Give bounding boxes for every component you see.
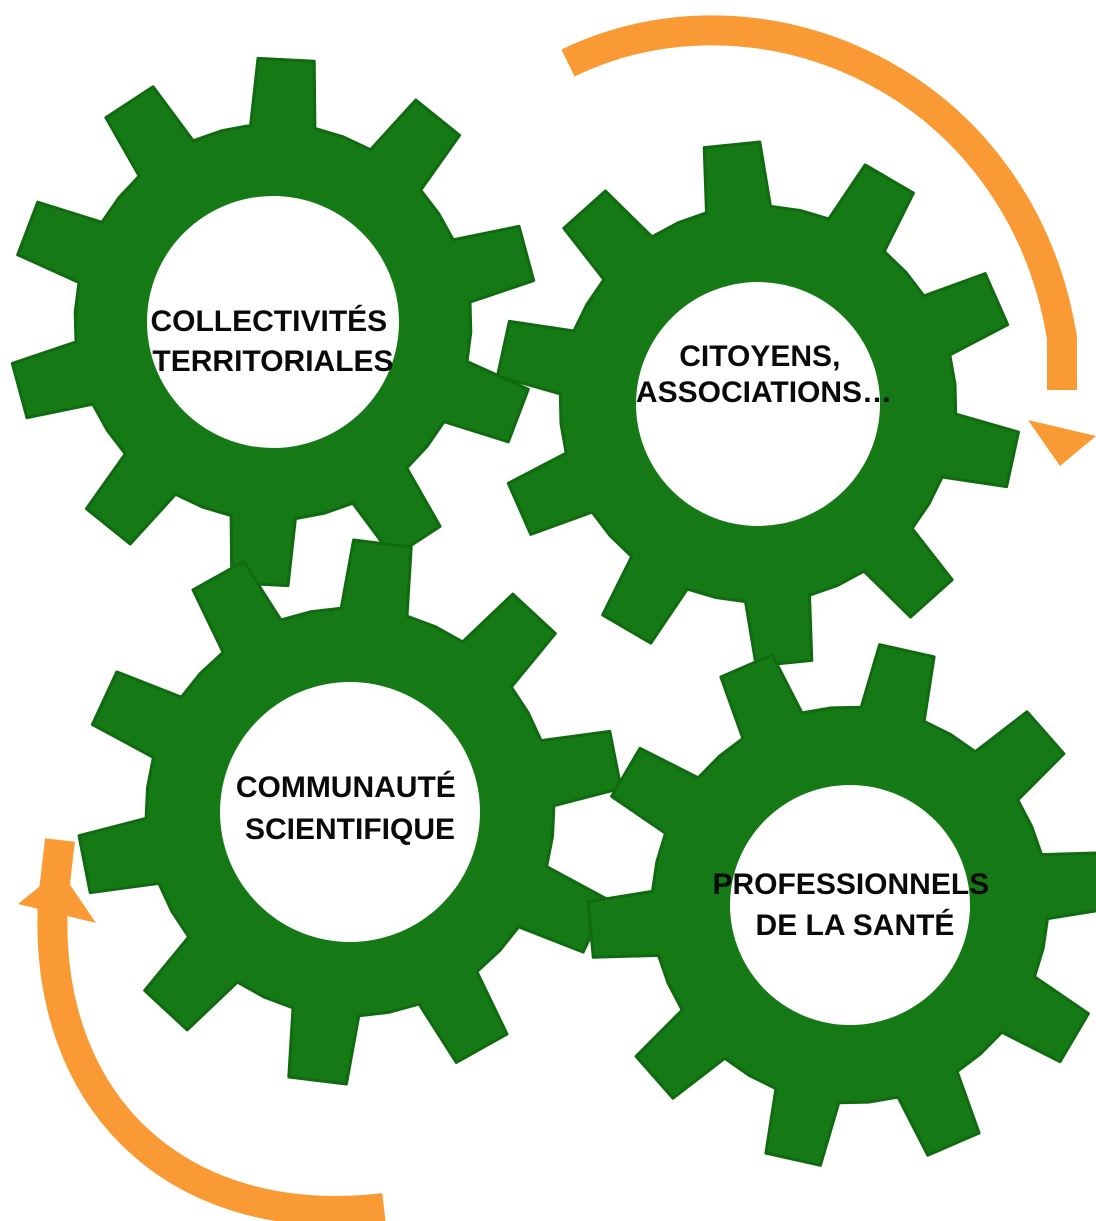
gear-label-line-1: PROFESSIONNELS [712,868,989,901]
gear-professionnels: PROFESSIONNELS DE LA SANTÉ [586,643,1096,1167]
gear-hole [636,282,880,526]
arrow-clockwise-top-right [561,15,1096,466]
gear-hole [147,196,399,448]
gear-hole [220,682,480,942]
gear-citoyens: CITOYENS, ASSOCIATIONS… [496,140,1020,668]
gear-label: CITOYENS, ASSOCIATIONS… [636,340,892,409]
gear-label-line-1: COMMUNAUTÉ [236,770,456,804]
gear-label: COLLECTIVITÉS TERRITORIALES [150,304,395,378]
gear-collectivites: COLLECTIVITÉS TERRITORIALES [10,56,536,588]
gear-hole [730,785,970,1025]
arrow-clockwise-bottom-left [18,838,386,1221]
gear-label-line-2: DE LA SANTÉ [756,908,955,942]
gear-communaute: COMMUNAUTÉ SCIENTIFIQUE [77,538,623,1086]
gear-label-line-1: COLLECTIVITÉS [150,304,387,338]
gear-label-line-2: SCIENTIFIQUE [245,813,455,846]
gear-label-line-2: TERRITORIALES [152,345,393,378]
gear-label: COMMUNAUTÉ SCIENTIFIQUE [236,770,464,846]
gear-label-line-1: CITOYENS, [679,340,840,373]
gear-label-line-2: ASSOCIATIONS… [636,376,892,409]
arrow-clockwise-top-right-head [1028,420,1096,466]
arrow-clockwise-bottom-left-head [18,870,96,923]
arrow-clockwise-top-right-arc [561,15,1077,390]
arrow-clockwise-bottom-left-arc [37,838,386,1221]
gear-label: PROFESSIONNELS DE LA SANTÉ [712,868,997,942]
